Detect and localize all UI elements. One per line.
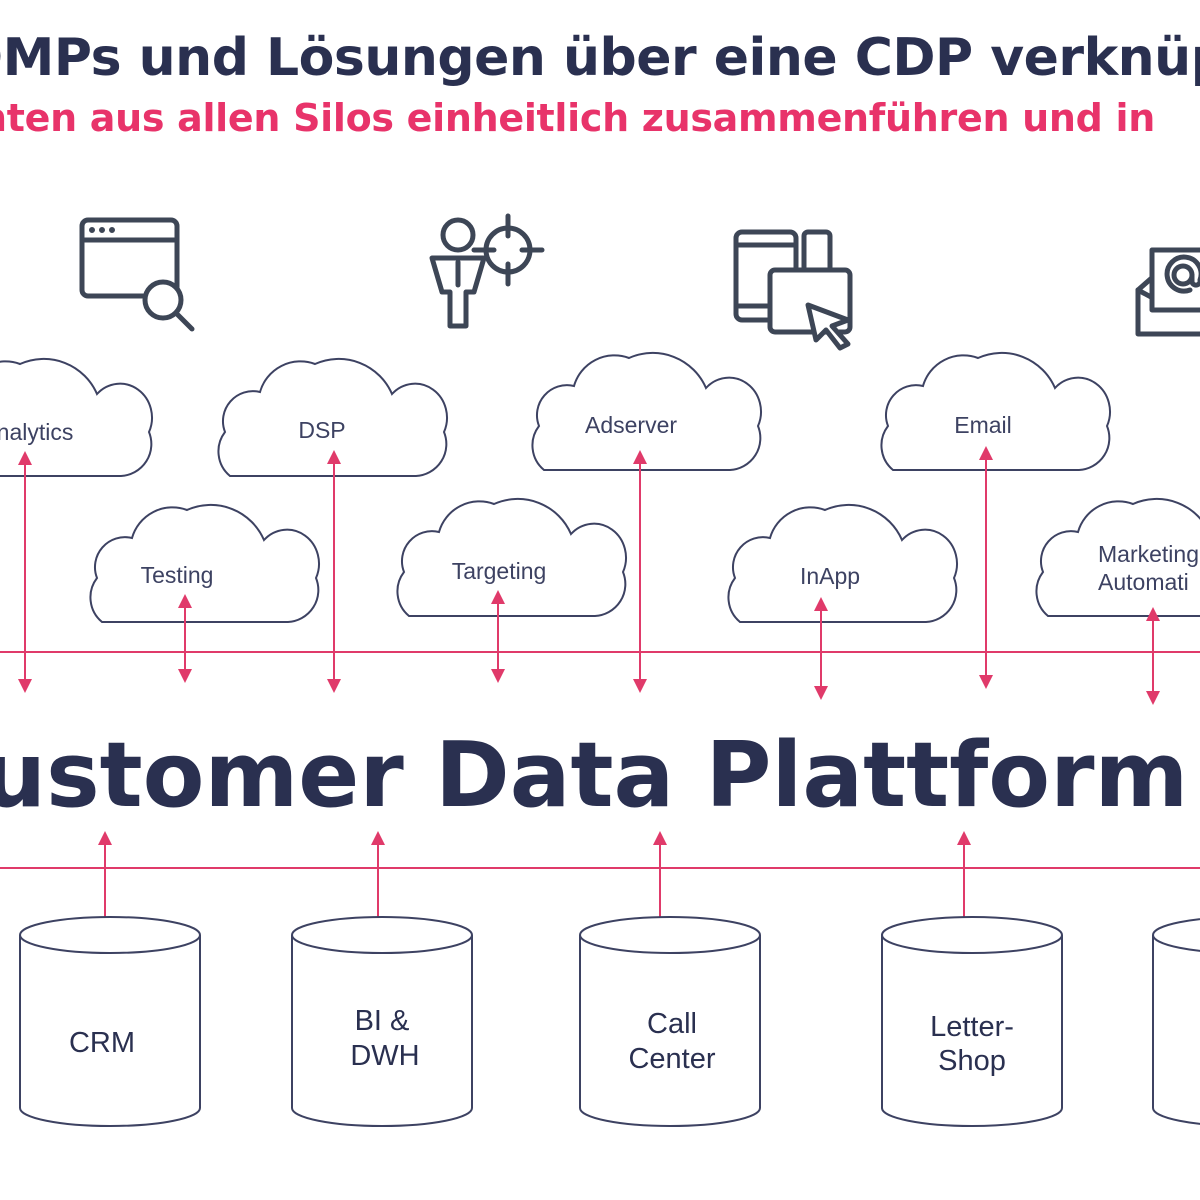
cloud-analytics: nalytics: [0, 357, 153, 477]
person-target-icon: [429, 213, 545, 329]
database-label-line2: Center: [628, 1043, 715, 1075]
cloud-label: nalytics: [0, 419, 73, 445]
database-bi-dwh: BI & DWH: [291, 916, 473, 1127]
cloud-inapp: InApp: [727, 503, 958, 623]
database-letter-shop: Letter- Shop: [881, 916, 1063, 1127]
cloud-label: Email: [954, 412, 1012, 438]
database-label-line2: DWH: [350, 1040, 419, 1072]
database-label-line1: Call: [647, 1008, 697, 1040]
cloud-dsp: DSP: [217, 357, 448, 477]
cloud-label: InApp: [800, 563, 860, 589]
devices-cursor-icon: [733, 229, 853, 351]
cloud-label: Adserver: [585, 412, 677, 438]
cloud-label: Targeting: [452, 558, 547, 584]
cloud-label-line1: Marketing: [1098, 541, 1199, 567]
cloud-marketing-automation: Marketing Automati: [1035, 497, 1200, 617]
cloud-testing: Testing: [89, 503, 320, 623]
diagram-subtitle: nten aus allen Silos einheitlich zusamme…: [0, 96, 1155, 140]
cloud-label-line2: Automati: [1098, 569, 1189, 595]
database-label-line1: CRM: [69, 1027, 135, 1059]
cloud-adserver: Adserver: [531, 351, 762, 471]
diagram-title: DMPs und Lösungen über eine CDP verknüp: [0, 28, 1200, 88]
email-envelope-icon: [1135, 247, 1200, 337]
cloud-label: Testing: [141, 562, 214, 588]
connector-arrows: [18, 446, 1160, 932]
database-partial: [1152, 918, 1200, 1125]
browser-search-icon: [79, 217, 195, 332]
database-crm: CRM: [19, 916, 201, 1127]
database-label-line1: Letter-: [930, 1011, 1014, 1043]
cloud-label: DSP: [298, 417, 345, 443]
database-label-line1: BI &: [355, 1005, 410, 1037]
database-call-center: Call Center: [579, 916, 761, 1127]
database-label-line2: Shop: [938, 1045, 1006, 1077]
cloud-email: Email: [880, 351, 1111, 471]
cloud-targeting: Targeting: [396, 497, 627, 617]
platform-label: ustomer Data Plattform: [0, 723, 1188, 828]
